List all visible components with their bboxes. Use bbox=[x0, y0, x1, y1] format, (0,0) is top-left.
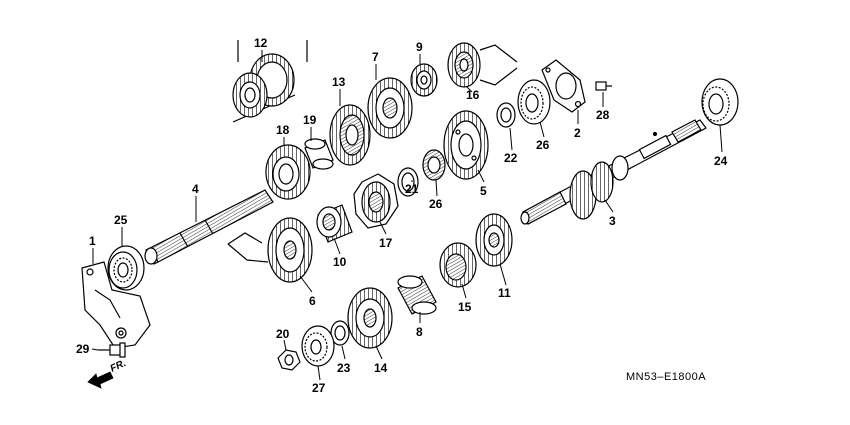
bolt-29 bbox=[98, 342, 126, 358]
callout-15: 15 bbox=[458, 300, 472, 314]
gear-13 bbox=[329, 104, 371, 166]
callout-6: 6 bbox=[309, 294, 316, 308]
callout-23: 23 bbox=[337, 361, 351, 375]
washer-22 bbox=[496, 102, 516, 128]
callout-24: 24 bbox=[714, 154, 728, 168]
callout-14: 14 bbox=[374, 361, 388, 375]
callout-26-upper: 26 bbox=[536, 138, 550, 152]
callout-22: 22 bbox=[504, 151, 518, 165]
gear-11 bbox=[475, 213, 513, 267]
callout-11: 11 bbox=[498, 286, 511, 300]
gear-6 bbox=[267, 217, 313, 283]
callout-1: 1 bbox=[89, 234, 96, 248]
callout-21: 21 bbox=[405, 182, 419, 196]
callout-9: 9 bbox=[416, 40, 423, 54]
bushing-27 bbox=[422, 149, 446, 181]
callout-13: 13 bbox=[332, 75, 346, 89]
bearing-26-upper bbox=[517, 79, 551, 125]
holder-plate-1 bbox=[81, 261, 151, 349]
callout-labels: 12 7 9 13 18 19 4 25 1 29 16 2 28 26 22 … bbox=[76, 36, 728, 395]
drawing-code: MN53–E1800A bbox=[626, 371, 706, 383]
callout-7: 7 bbox=[372, 50, 379, 64]
callout-10: 10 bbox=[333, 255, 347, 269]
gear-18 bbox=[265, 144, 311, 200]
gear-12 bbox=[232, 53, 295, 118]
nut-20 bbox=[277, 349, 301, 371]
callout-16: 16 bbox=[466, 88, 480, 102]
callout-4: 4 bbox=[192, 182, 199, 196]
gear-16 bbox=[447, 42, 481, 88]
gear-5 bbox=[443, 110, 489, 180]
set-plate-2 bbox=[541, 59, 586, 113]
callout-29: 29 bbox=[76, 342, 90, 356]
callout-18: 18 bbox=[276, 123, 290, 137]
main-shaft-4 bbox=[144, 189, 274, 265]
front-direction-label: FR. bbox=[109, 358, 128, 375]
callout-3: 3 bbox=[609, 214, 616, 228]
bushing-8 bbox=[397, 275, 437, 315]
callout-26-lower: 27 bbox=[312, 381, 326, 395]
callout-2: 2 bbox=[574, 126, 581, 140]
bushing-19 bbox=[304, 138, 334, 170]
callout-8: 8 bbox=[416, 325, 423, 339]
bolt-28 bbox=[595, 81, 612, 91]
callout-20: 20 bbox=[276, 327, 290, 341]
leader-lines bbox=[91, 50, 723, 381]
washer-21 bbox=[397, 167, 419, 197]
callout-19: 19 bbox=[303, 113, 317, 127]
gear-10 bbox=[316, 204, 353, 243]
callout-28: 28 bbox=[596, 108, 610, 122]
gear-17 bbox=[353, 173, 399, 229]
front-direction-arrow-icon: FR. bbox=[87, 358, 128, 389]
bearing-24 bbox=[701, 78, 739, 126]
callout-27: 26 bbox=[429, 197, 443, 211]
gear-9 bbox=[410, 63, 438, 97]
bearing-25 bbox=[107, 245, 145, 291]
bearing-26-lower bbox=[301, 325, 335, 367]
inset-frame-16 bbox=[479, 44, 518, 86]
gear-15 bbox=[439, 242, 477, 288]
counter-shaft-3 bbox=[520, 119, 707, 225]
callout-12: 12 bbox=[254, 36, 268, 50]
gear-7 bbox=[367, 77, 413, 139]
callout-25: 25 bbox=[114, 213, 128, 227]
callout-17: 17 bbox=[379, 236, 393, 250]
callout-5: 5 bbox=[480, 184, 487, 198]
inset-frame-6 bbox=[227, 232, 269, 263]
gear-14 bbox=[347, 287, 393, 349]
washer-23 bbox=[330, 320, 350, 346]
